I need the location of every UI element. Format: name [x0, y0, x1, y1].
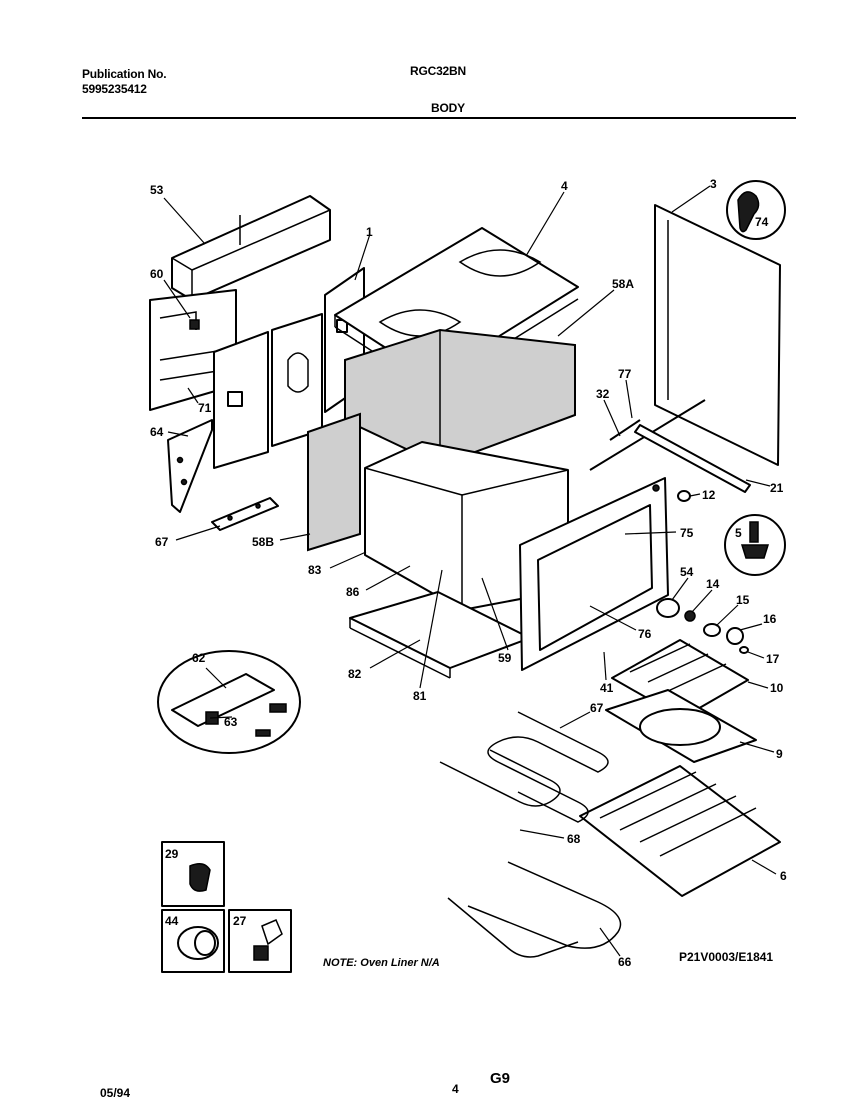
- drawing-code: P21V0003/E1841: [679, 950, 773, 964]
- part-74-inset: [726, 180, 786, 240]
- label-12: 12: [702, 488, 716, 502]
- label-4: 4: [561, 179, 568, 193]
- publication-label: Publication No.: [82, 67, 167, 81]
- label-5: 5: [735, 526, 742, 540]
- footer-section-code: G9: [490, 1070, 511, 1087]
- part-66-broil-element: [447, 861, 622, 958]
- label-71: 71: [198, 401, 212, 415]
- part-64-bracket: [167, 419, 213, 513]
- footer-date: 05/94: [100, 1086, 131, 1100]
- label-17: 17: [766, 652, 780, 666]
- part-5-inset: [724, 514, 786, 576]
- label-68: 68: [567, 832, 581, 846]
- label-67-right: 67: [590, 701, 604, 715]
- label-58B: 58B: [252, 535, 274, 549]
- part-29-inset: [161, 841, 225, 907]
- label-9: 9: [776, 747, 783, 761]
- label-62: 62: [192, 651, 206, 665]
- inner-rear-brackets: [213, 313, 323, 469]
- part-53-rear-top-panel: [171, 195, 331, 301]
- label-67-left: 67: [155, 535, 169, 549]
- label-81: 81: [413, 689, 427, 703]
- part-10-broiler-grid: [611, 639, 749, 719]
- part-3-side-panel: [654, 204, 781, 466]
- label-32: 32: [596, 387, 610, 401]
- label-86: 86: [346, 585, 360, 599]
- oven-liner-note: NOTE: Oven Liner N/A: [323, 957, 440, 969]
- label-59: 59: [498, 651, 512, 665]
- label-76: 76: [638, 627, 652, 641]
- part-62-63-inset: [157, 650, 301, 754]
- label-75: 75: [680, 526, 694, 540]
- part-labels: 53 60 71 64 67 1 4 3 74 58A 77 32 21 12 …: [150, 177, 787, 969]
- model-number: RGC32BN: [410, 64, 466, 78]
- label-14: 14: [706, 577, 720, 591]
- part-9-broiler-pan: [605, 689, 757, 763]
- label-21: 21: [770, 481, 784, 495]
- label-63: 63: [224, 715, 238, 729]
- header-divider: [82, 117, 796, 119]
- label-64: 64: [150, 425, 164, 439]
- label-3: 3: [710, 177, 717, 191]
- label-41: 41: [600, 681, 614, 695]
- footer-page-number: 4: [452, 1082, 459, 1096]
- label-53: 53: [150, 183, 164, 197]
- label-10: 10: [770, 681, 784, 695]
- label-16: 16: [763, 612, 777, 626]
- part-58A-insulation: [344, 328, 576, 467]
- label-6: 6: [780, 869, 787, 883]
- part-77-32-rails: [589, 399, 751, 493]
- publication-number: 5995235412: [82, 82, 147, 96]
- oven-cavity: [364, 441, 569, 611]
- label-44: 44: [165, 914, 179, 928]
- label-58A: 58A: [612, 277, 634, 291]
- parts-54-17-light-assembly: [656, 598, 749, 654]
- leader-lines: [163, 185, 777, 957]
- label-77: 77: [618, 367, 632, 381]
- label-82: 82: [348, 667, 362, 681]
- part-58B-insulation: [307, 412, 361, 552]
- part-67-68-bake-element: [439, 711, 609, 823]
- part-12-knob: [677, 490, 691, 502]
- part-44-inset: [161, 909, 225, 973]
- part-27-inset: [228, 909, 292, 973]
- part-76-door-frame: [519, 477, 669, 671]
- part-67-strip: [211, 497, 279, 531]
- label-27: 27: [233, 914, 247, 928]
- label-83: 83: [308, 563, 322, 577]
- label-15: 15: [736, 593, 750, 607]
- section-title: BODY: [431, 101, 465, 115]
- label-29: 29: [165, 847, 179, 861]
- label-54: 54: [680, 565, 694, 579]
- label-74: 74: [755, 215, 769, 229]
- part-6-oven-rack: [579, 765, 781, 897]
- label-66: 66: [618, 955, 632, 969]
- label-60: 60: [150, 267, 164, 281]
- label-1: 1: [366, 225, 373, 239]
